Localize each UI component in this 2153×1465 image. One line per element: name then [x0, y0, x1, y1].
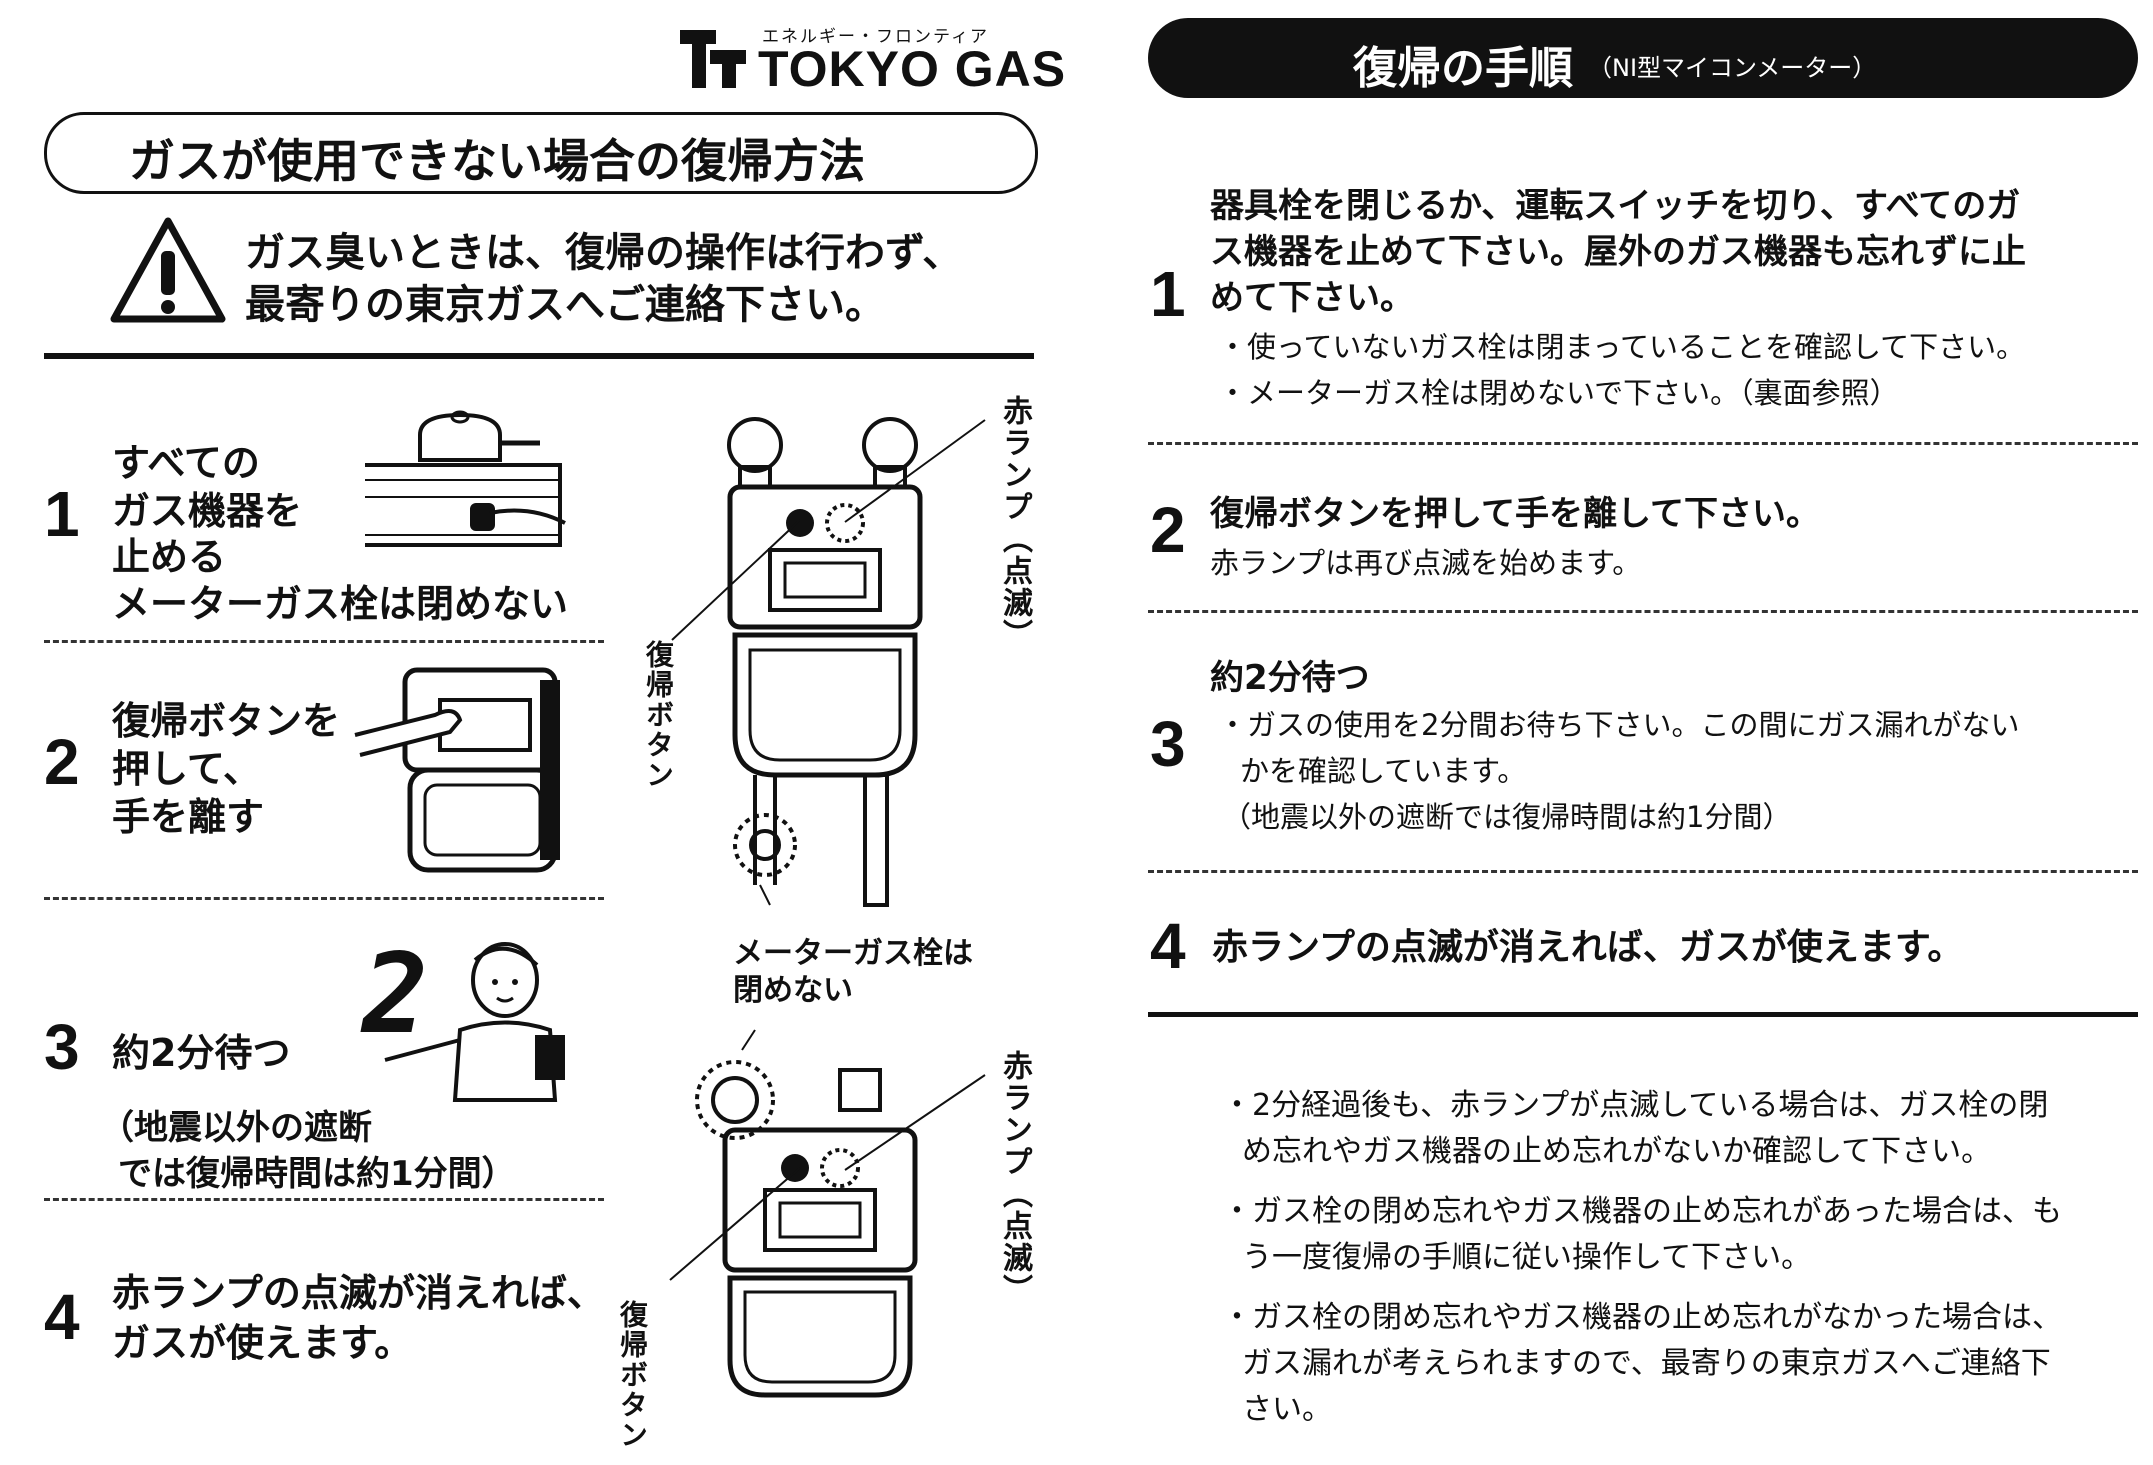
footnote-3-line-3: さい。: [1242, 1392, 1332, 1427]
right-step-3-note-3: （地震以外の遮断では復帰時間は約1分間）: [1222, 800, 1792, 834]
warning-line-2: 最寄りの東京ガスへご連絡下さい。: [245, 282, 885, 328]
right-step-2-main: 復帰ボタンを押して手を離して下さい。: [1210, 494, 1820, 534]
right-divider: [1148, 1012, 2138, 1017]
warning-icon: [110, 217, 226, 323]
right-step-1-main-2: ス機器を止めて下さい。屋外のガス機器も忘れずに止: [1210, 232, 2026, 272]
meter-valve-label-line-2: 閉めない: [733, 973, 853, 1008]
left-step-3-note-2: では復帰時間は約1分間）: [118, 1154, 516, 1194]
reset-button-label-top: 復帰ボタン: [642, 640, 675, 790]
right-step-1-number: 1: [1150, 258, 1186, 330]
right-header-title: 復帰の手順: [1353, 43, 1573, 94]
brand-tagline: エネルギー・フロンティア: [762, 27, 989, 47]
right-step-3-note-2: かを確認しています。: [1240, 754, 1527, 788]
footnote-1-line-1: ・2分経過後も、赤ランプが点滅している場合は、ガス栓の閉: [1222, 1088, 2049, 1123]
meter-diagram-bottom: [695, 1060, 918, 1398]
left-step-4-number: 4: [44, 1281, 80, 1353]
left-step-4-line-2: ガスが使えます。: [112, 1321, 413, 1365]
red-lamp-label-top: 赤ランプ（点滅）: [997, 395, 1032, 651]
right-separator-2: [1148, 610, 2138, 613]
left-step-3-note-1: （地震以外の遮断: [100, 1108, 372, 1148]
reset-button-label-bottom: 復帰ボタン: [616, 1300, 649, 1450]
left-step-2-line-2: 押して、: [112, 747, 261, 791]
right-step-3-main: 約2分待つ: [1210, 658, 1370, 698]
left-separator-3: [44, 1198, 604, 1201]
left-step-1-line-1: すべての: [112, 441, 260, 485]
footnote-2-line-2: う一度復帰の手順に従い操作して下さい。: [1242, 1240, 1812, 1275]
right-step-1-note-2: ・メーターガス栓は閉めないで下さい。（裏面参照）: [1218, 376, 1899, 410]
left-step-1-line-3: 止める: [112, 535, 227, 579]
left-separator-1: [44, 640, 604, 643]
footnote-1-line-2: め忘れやガス機器の止め忘れがないか確認して下さい。: [1242, 1134, 1992, 1169]
right-separator-3: [1148, 870, 2138, 873]
left-step-1-line-2: ガス機器を: [112, 489, 303, 533]
left-step-1-line-4: メーターガス栓は閉めない: [112, 582, 569, 626]
red-lamp-label-bottom: 赤ランプ（点滅）: [997, 1050, 1032, 1306]
left-divider: [44, 353, 1034, 359]
left-step-2-number: 2: [44, 726, 80, 798]
right-header-bar: 復帰の手順 （NI型マイコンメーター）: [1148, 18, 2138, 98]
brand-name: TOKYO GAS: [758, 41, 1067, 97]
left-step-2-line-1: 復帰ボタンを: [112, 699, 341, 743]
right-step-1-main-3: めて下さい。: [1210, 278, 1414, 318]
footnote-3-line-1: ・ガス栓の閉め忘れやガス機器の止め忘れがなかった場合は、: [1222, 1300, 2062, 1335]
stove-illustration: [365, 410, 566, 547]
left-step-1-number: 1: [44, 478, 80, 550]
left-separator-2: [44, 897, 604, 900]
warning-line-1: ガス臭いときは、復帰の操作は行わず、: [245, 230, 963, 276]
meter-hand-illustration: [354, 667, 560, 873]
left-step-2-line-3: 手を離す: [112, 795, 265, 839]
left-step-3-number: 3: [44, 1011, 80, 1083]
person-illustration: [384, 942, 565, 1102]
left-title: ガスが使用できない場合の復帰方法: [129, 134, 865, 188]
left-step-4-line-1: 赤ランプの点滅が消えれば、: [112, 1271, 605, 1315]
right-step-4-number: 4: [1150, 910, 1186, 982]
left-title-box: ガスが使用できない場合の復帰方法: [44, 112, 1038, 194]
tokyo-gas-logo-mark: [680, 30, 746, 88]
left-step-3-main: 約2分待つ: [112, 1031, 291, 1075]
right-step-1-main-1: 器具栓を閉じるか、運転スイッチを切り、すべてのガ: [1210, 186, 2021, 226]
meter-valve-label-line-1: メーターガス栓は: [733, 936, 973, 971]
tokyo-gas-logo: エネルギー・フロンティア TOKYO GAS: [680, 22, 1065, 97]
right-step-1-note-1: ・使っていないガス栓は閉まっていることを確認して下さい。: [1218, 330, 2026, 364]
right-step-2-note: 赤ランプは再び点滅を始めます。: [1210, 546, 1642, 580]
right-step-4-main: 赤ランプの点滅が消えれば、ガスが使えます。: [1212, 927, 1964, 968]
right-step-3-note-1: ・ガスの使用を2分間お待ち下さい。この間にガス漏れがない: [1218, 708, 2020, 742]
countdown-digit: 2: [362, 930, 429, 1058]
right-header-subtitle: （NI型マイコンメーター）: [1588, 54, 1877, 82]
meter-diagram-top: [727, 417, 923, 907]
right-step-2-number: 2: [1150, 494, 1186, 566]
right-step-3-number: 3: [1150, 708, 1186, 780]
right-separator-1: [1148, 442, 2138, 445]
footnote-3-line-2: ガス漏れが考えられますので、最寄りの東京ガスへご連絡下: [1242, 1346, 2051, 1381]
footnote-2-line-1: ・ガス栓の閉め忘れやガス機器の止め忘れがあった場合は、も: [1222, 1194, 2062, 1229]
